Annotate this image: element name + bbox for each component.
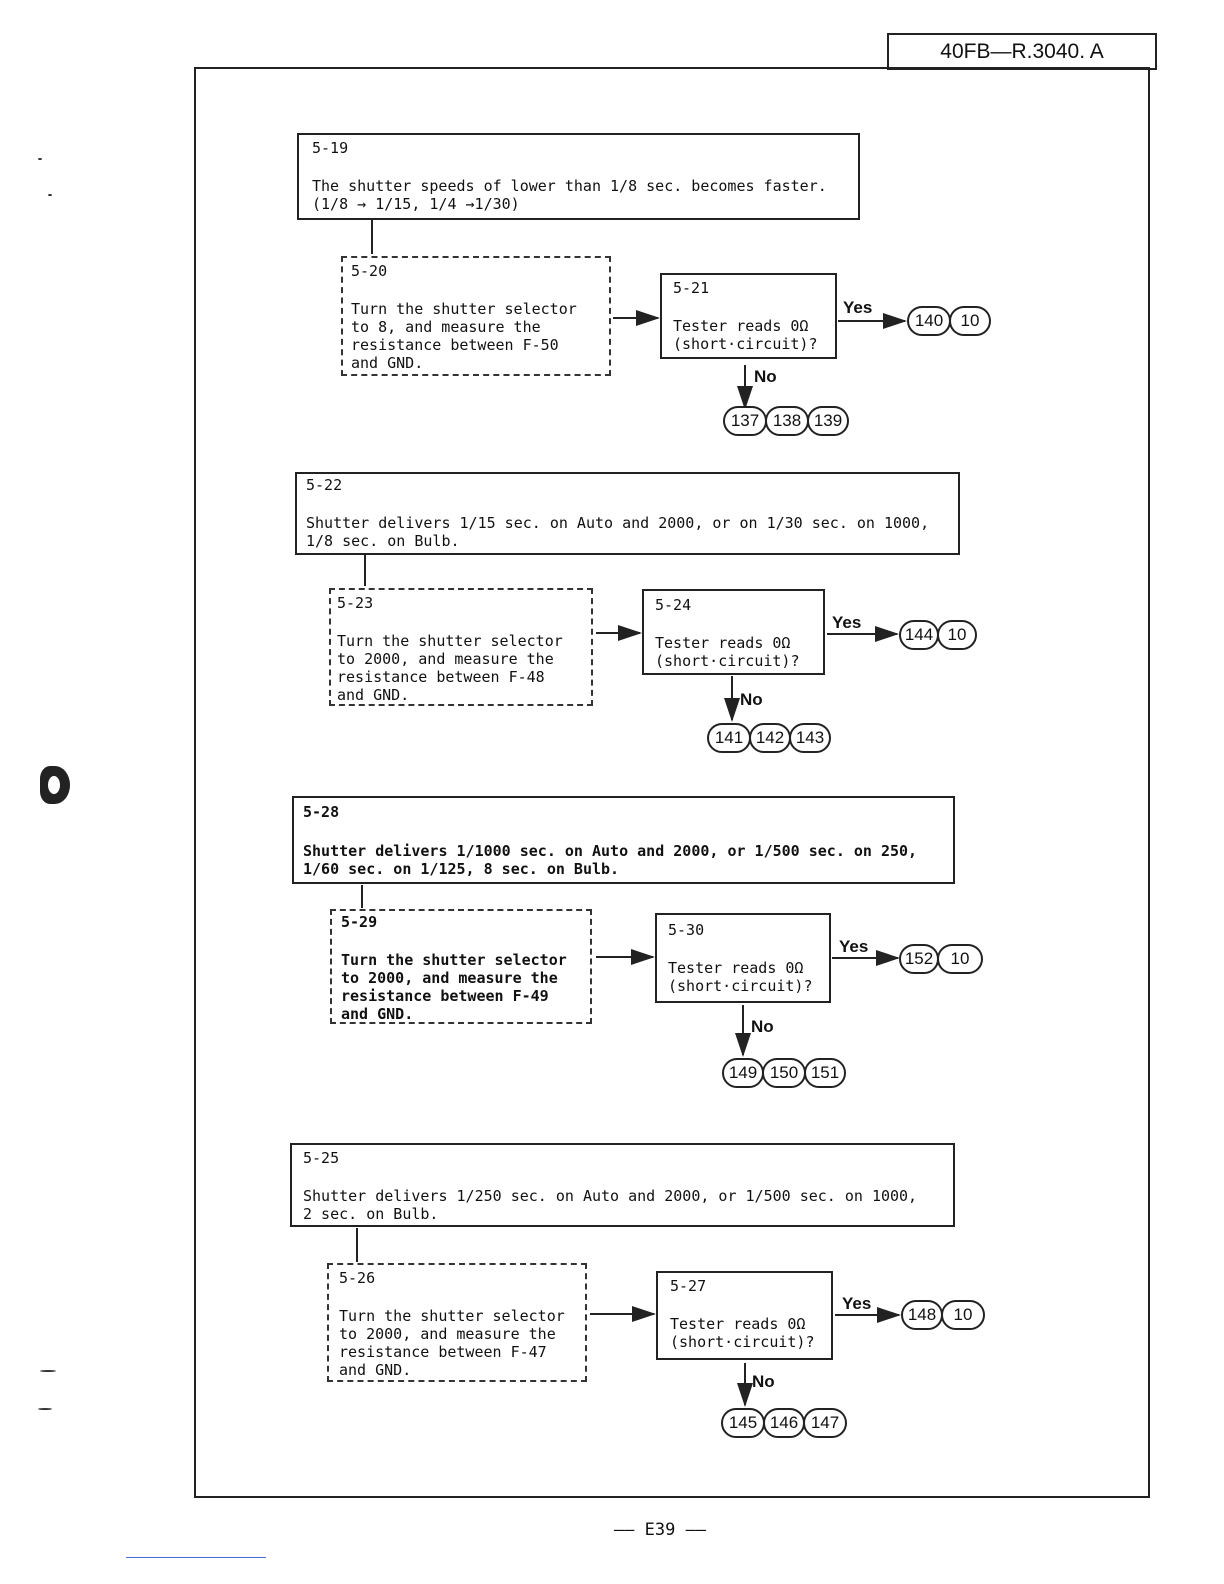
check-text-line: Turn the shutter selector: [339, 1307, 565, 1325]
scan-speck: [38, 158, 42, 160]
step-id: 5-25: [303, 1149, 340, 1167]
no-label: No: [754, 367, 777, 386]
document-reference: 40FB—R.3040. A: [887, 33, 1157, 70]
step-id: 5-29: [341, 913, 378, 931]
ref-circle: 141: [707, 723, 751, 753]
ref-circle: 139: [807, 406, 849, 436]
scan-speck: [38, 1408, 52, 1410]
check-text-line: and GND.: [341, 1005, 414, 1023]
symptom-box: 5-28 Shutter delivers 1/1000 sec. on Aut…: [292, 796, 955, 884]
check-text-line: Turn the shutter selector: [337, 632, 563, 650]
yes-label: Yes: [832, 613, 862, 632]
bottom-rule: [126, 1557, 266, 1558]
step-id: 5-30: [668, 921, 705, 939]
ref-circle: 10: [937, 620, 977, 650]
ref-circle: 137: [723, 406, 767, 436]
test-text-line: Tester reads 0Ω: [668, 959, 804, 977]
symptom-text-line: 1/60 sec. on 1/125, 8 sec. on Bulb.: [303, 860, 620, 878]
ref-circle: 142: [749, 723, 791, 753]
symptom-box: 5-22 Shutter delivers 1/15 sec. on Auto …: [295, 472, 960, 555]
ref-circle: 148: [901, 1300, 943, 1330]
test-text-line: (short·circuit)?: [655, 652, 800, 670]
check-text-line: resistance between F-50: [351, 336, 559, 354]
check-text-line: and GND.: [339, 1361, 412, 1379]
test-text-line: Tester reads 0Ω: [655, 634, 791, 652]
check-text-line: Turn the shutter selector: [351, 300, 577, 318]
test-text-line: Tester reads 0Ω: [670, 1315, 806, 1333]
check-text-line: Turn the shutter selector: [341, 951, 567, 969]
no-label: No: [751, 1017, 774, 1036]
step-id: 5-23: [337, 594, 374, 612]
footer-dash-left: ——: [613, 1520, 635, 1540]
check-box: 5-20 Turn the shutter selector to 8, and…: [341, 256, 611, 376]
step-id: 5-26: [339, 1269, 376, 1287]
ref-circle: 152: [899, 944, 939, 974]
check-text-line: to 2000, and measure the: [337, 650, 554, 668]
ref-circle: 138: [765, 406, 809, 436]
step-id: 5-19: [312, 139, 349, 157]
check-box: 5-29 Turn the shutter selector to 2000, …: [330, 909, 592, 1024]
ref-circle: 10: [949, 306, 991, 336]
yes-label: Yes: [839, 937, 869, 956]
check-text-line: resistance between F-49: [341, 987, 549, 1005]
ref-circle: 143: [789, 723, 831, 753]
symptom-text-line: Shutter delivers 1/1000 sec. on Auto and…: [303, 842, 918, 860]
page-number-text: E39: [644, 1520, 676, 1540]
symptom-box: 5-19 The shutter speeds of lower than 1/…: [297, 133, 860, 220]
scan-speck: [40, 1370, 56, 1372]
page-number: —— E39 ——: [560, 1520, 760, 1540]
test-text-line: Tester reads 0Ω: [673, 317, 809, 335]
symptom-text-line: 2 sec. on Bulb.: [303, 1205, 439, 1223]
symptom-text-line: Shutter delivers 1/15 sec. on Auto and 2…: [306, 514, 930, 532]
check-text-line: to 2000, and measure the: [339, 1325, 556, 1343]
ref-circle: 149: [722, 1058, 764, 1088]
symptom-text-line: 1/8 sec. on Bulb.: [306, 532, 460, 550]
test-box: 5-27 Tester reads 0Ω (short·circuit)?: [656, 1271, 833, 1360]
symptom-text-line: Shutter delivers 1/250 sec. on Auto and …: [303, 1187, 918, 1205]
check-box: 5-26 Turn the shutter selector to 2000, …: [327, 1263, 587, 1382]
ref-circle: 147: [803, 1408, 847, 1438]
check-text-line: to 2000, and measure the: [341, 969, 558, 987]
test-text-line: (short·circuit)?: [673, 335, 818, 353]
step-id: 5-24: [655, 596, 692, 614]
no-label: No: [740, 690, 763, 709]
check-text-line: and GND.: [337, 686, 410, 704]
ref-circle: 150: [762, 1058, 806, 1088]
no-label: No: [752, 1372, 775, 1391]
test-text-line: (short·circuit)?: [668, 977, 813, 995]
test-box: 5-30 Tester reads 0Ω (short·circuit)?: [655, 913, 831, 1003]
ref-circle: 145: [721, 1408, 765, 1438]
ref-circle: 140: [907, 306, 951, 336]
test-box: 5-24 Tester reads 0Ω (short·circuit)?: [642, 589, 825, 675]
step-id: 5-22: [306, 476, 343, 494]
step-id: 5-21: [673, 279, 710, 297]
ref-circle: 146: [763, 1408, 805, 1438]
symptom-box: 5-25 Shutter delivers 1/250 sec. on Auto…: [290, 1143, 955, 1227]
symptom-text-line: (1/8 → 1/15, 1/4 →1/30): [312, 195, 520, 213]
check-text-line: and GND.: [351, 354, 424, 372]
footer-dash-right: ——: [685, 1520, 707, 1540]
test-text-line: (short·circuit)?: [670, 1333, 815, 1351]
step-id: 5-28: [303, 803, 340, 821]
check-box: 5-23 Turn the shutter selector to 2000, …: [329, 588, 593, 706]
symptom-text-line: The shutter speeds of lower than 1/8 sec…: [312, 177, 827, 195]
ref-circle: 10: [937, 944, 983, 974]
check-text-line: resistance between F-47: [339, 1343, 547, 1361]
page-frame: [194, 67, 1150, 1498]
check-text-line: to 8, and measure the: [351, 318, 541, 336]
test-box: 5-21 Tester reads 0Ω (short·circuit)?: [660, 273, 837, 359]
binder-hole-inner: [48, 776, 60, 794]
ref-circle: 151: [804, 1058, 846, 1088]
scan-speck: [48, 194, 52, 196]
step-id: 5-20: [351, 262, 388, 280]
yes-label: Yes: [842, 1294, 872, 1313]
ref-circle: 144: [899, 620, 939, 650]
yes-label: Yes: [843, 298, 873, 317]
step-id: 5-27: [670, 1277, 707, 1295]
ref-circle: 10: [941, 1300, 985, 1330]
check-text-line: resistance between F-48: [337, 668, 545, 686]
